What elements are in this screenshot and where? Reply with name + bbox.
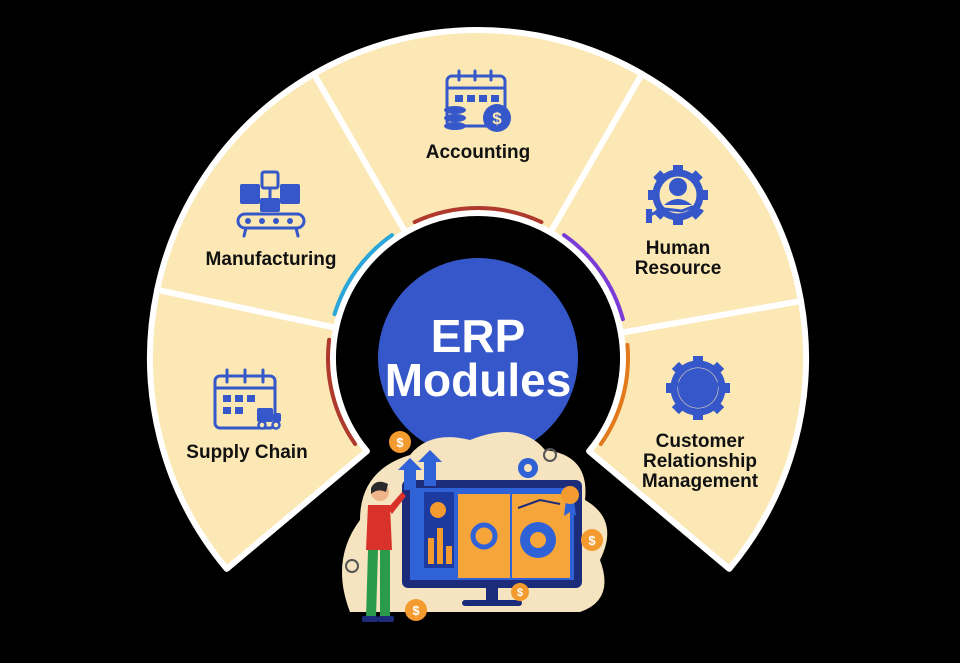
arrow-up-icon (418, 450, 442, 486)
calendar-coins-icon: $ (444, 69, 511, 132)
monitor-stand (486, 588, 498, 602)
ring-segment (586, 298, 809, 572)
coin-icon: $ (405, 599, 427, 621)
svg-text:$: $ (517, 587, 523, 599)
bar-icon (446, 546, 452, 564)
svg-text:$: $ (588, 533, 596, 548)
gear-handshake-icon (666, 356, 730, 420)
bar-icon (437, 528, 443, 564)
monitor-base (462, 600, 522, 606)
label-line: Accounting (426, 142, 531, 163)
module-label-accounting: Accounting (426, 142, 531, 163)
ring-segment (311, 27, 645, 236)
label-line: Management (642, 471, 759, 492)
gear-person-icon (646, 165, 708, 225)
module-manufacturing: Manufacturing (206, 170, 337, 270)
trend-line-icon (517, 498, 561, 509)
module-label-manufacturing: Manufacturing (206, 249, 337, 270)
calendar-truck-icon (213, 368, 281, 430)
svg-text:$: $ (492, 109, 502, 128)
module-label-supply-chain: Supply Chain (186, 442, 307, 463)
accent-arcs (326, 206, 630, 447)
label-line: Manufacturing (206, 249, 337, 270)
center-title-line1: ERP (431, 310, 526, 362)
pie-icon (430, 502, 446, 518)
svg-text:$: $ (412, 603, 420, 618)
label-line: Supply Chain (186, 442, 307, 463)
orange-panel (458, 494, 510, 578)
gear-hole (524, 464, 532, 472)
gear-ring (670, 360, 726, 416)
coin-icon: $ (581, 529, 603, 551)
person-figure (362, 481, 406, 622)
accent-arc (326, 337, 358, 447)
coin-icon: $ (511, 583, 529, 601)
gear-ring (652, 169, 704, 221)
accent-arc (412, 206, 544, 225)
arrow-up-icon (398, 458, 422, 490)
module-supply-chain: Supply Chain (186, 368, 308, 463)
accent-arc (598, 342, 630, 447)
conveyor-boxes-icon (236, 170, 306, 238)
center-title-line2: Modules (385, 354, 572, 406)
label-line: Human (646, 238, 710, 259)
gear-icon (543, 448, 557, 462)
label-line: Relationship (643, 451, 757, 472)
accent-arc (332, 233, 394, 317)
donut-hole (530, 532, 546, 548)
center-circle (378, 258, 578, 458)
gear-icon (470, 522, 498, 550)
dashboard-illustration: $ $ $ $ (342, 431, 608, 622)
module-accounting: $ Accounting (426, 69, 531, 163)
label-line: Resource (635, 258, 722, 279)
accent-arc (562, 233, 625, 322)
gear-center (678, 368, 718, 408)
medal-icon (561, 486, 579, 516)
svg-text:$: $ (396, 435, 404, 450)
bar-icon (428, 538, 434, 564)
coin-icon: $ (389, 431, 411, 453)
label-line: Customer (656, 431, 745, 452)
gear-icon (345, 559, 359, 573)
